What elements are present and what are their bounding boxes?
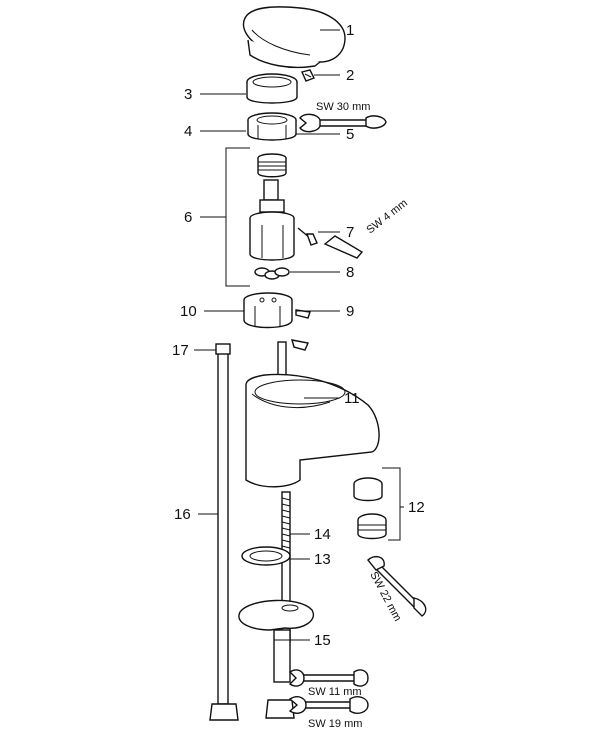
label-1: 1 — [346, 22, 354, 39]
label-13: 13 — [314, 551, 331, 568]
part-11-spout-body — [245, 341, 380, 488]
part-17-hose-connector — [209, 703, 239, 721]
label-4: 4 — [184, 123, 192, 140]
wrench-label-sw11: SW 11 mm — [308, 686, 362, 698]
part-labels: 1 2 3 4 5 6 7 8 10 9 17 11 12 16 14 13 1… — [172, 22, 425, 649]
part-6-cartridge — [249, 179, 295, 261]
label-12: 12 — [408, 499, 425, 516]
wrench-label-sw30: SW 30 mm — [316, 101, 370, 113]
part-16-flex-hose — [215, 343, 231, 705]
part-15-fixing-nut — [273, 629, 291, 683]
part-3-cover-ring — [246, 73, 298, 104]
label-17: 17 — [172, 342, 189, 359]
wrench-sw11 — [288, 669, 369, 687]
wrench-label-sw19: SW 19 mm — [308, 718, 362, 730]
wrench-sw22 — [367, 555, 427, 617]
leader-lines — [194, 29, 404, 641]
part-9-small-clip — [291, 339, 309, 351]
label-15: 15 — [314, 632, 331, 649]
allen-key-tool — [323, 235, 364, 259]
part-6-threaded-sleeve — [257, 153, 287, 178]
label-5: 5 — [346, 126, 354, 143]
label-11: 11 — [344, 390, 360, 407]
wrench-label-sw4: SW 4 mm — [364, 197, 409, 236]
part-1-lever-handle — [242, 6, 346, 69]
label-10: 10 — [180, 303, 197, 320]
label-2: 2 — [346, 67, 354, 84]
part-8-seals — [254, 267, 290, 280]
part-15-fixing-plate — [238, 599, 315, 631]
wrench-sw19 — [288, 696, 369, 714]
label-3: 3 — [184, 86, 192, 103]
supply-fitting — [265, 699, 295, 719]
label-6: 6 — [184, 209, 192, 226]
part-10-adapter — [243, 292, 293, 329]
wrench-sw30 — [299, 113, 387, 133]
part-2-set-screw — [301, 69, 315, 82]
label-8: 8 — [346, 264, 354, 281]
part-12-aerator — [353, 477, 387, 540]
label-16: 16 — [174, 506, 191, 523]
label-14: 14 — [314, 526, 331, 543]
label-9: 9 — [346, 303, 354, 320]
part-7-screw — [297, 227, 318, 246]
label-7: 7 — [346, 224, 354, 241]
part-4-locking-nut — [247, 112, 297, 141]
part-13-washer — [241, 546, 291, 566]
